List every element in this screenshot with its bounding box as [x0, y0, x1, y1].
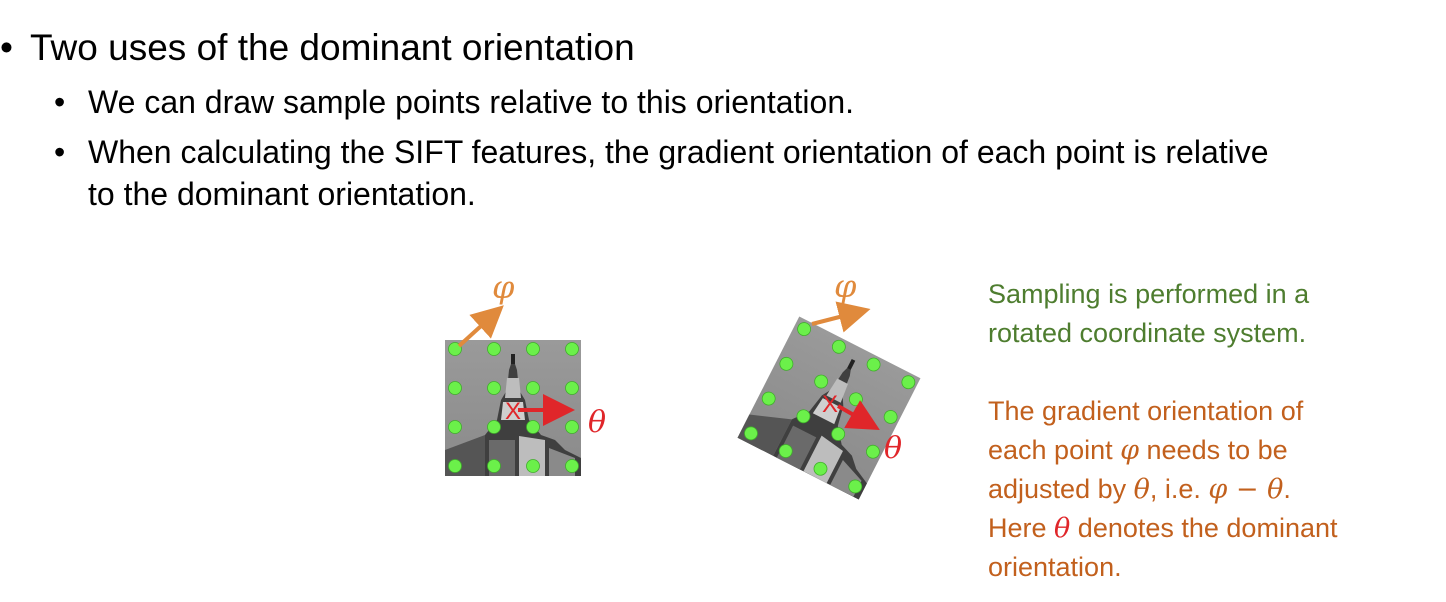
caption-gradient: The gradient orientation of each point φ…: [988, 392, 1338, 587]
bullet-sub-2-text-line1: When calculating the SIFT features, the …: [88, 134, 1269, 170]
sample-point: [883, 410, 898, 424]
sample-point: [796, 409, 811, 424]
bullet-main: • Two uses of the dominant orientation: [0, 26, 635, 70]
sample-point: [487, 381, 501, 395]
phi-label-rotated: φ: [834, 267, 857, 305]
sample-points-upright: [448, 342, 579, 473]
sample-point: [565, 459, 579, 473]
sample-point: [814, 374, 829, 389]
caption-sampling-line2: rotated coordinate system.: [988, 318, 1307, 348]
sample-point: [448, 459, 462, 473]
caption-sampling-line1: Sampling is performed in a: [988, 279, 1310, 309]
caption-gradient-line2: each point φ needs to be: [988, 435, 1288, 466]
caption-gradient-line3: adjusted by θ, i.e. φ − θ.: [988, 474, 1291, 505]
theta-arrow-rotated: [837, 400, 880, 430]
sample-points-rotated: [744, 322, 916, 494]
sample-point: [866, 357, 881, 372]
sample-point: [866, 444, 880, 459]
sample-point: [526, 459, 540, 473]
theta-label-rotated: θ: [884, 431, 902, 466]
sample-point: [526, 342, 540, 356]
caption-gradient-line1: The gradient orientation of: [988, 396, 1304, 426]
phi-arrow-rotated: [811, 301, 871, 333]
keypoint-mark-rotated: X: [822, 391, 838, 418]
sample-point: [487, 459, 501, 473]
sample-point: [565, 342, 579, 356]
bullet-sub-1-text: We can draw sample points relative to th…: [88, 84, 855, 120]
sample-point: [526, 420, 540, 434]
sample-point: [813, 461, 828, 476]
bullet-dot: •: [54, 134, 66, 170]
sample-point: [831, 339, 846, 354]
phi-arrow-upright: [457, 305, 504, 348]
sample-point: [831, 427, 846, 441]
sample-point: [487, 342, 501, 356]
caption-sampling: Sampling is performed in a rotated coord…: [988, 275, 1309, 353]
keypoint-mark-upright: X: [505, 398, 521, 425]
sample-point: [448, 381, 462, 395]
sample-point: [565, 420, 579, 434]
caption-gradient-line4: Here θ denotes the dominant: [988, 513, 1338, 544]
sample-point: [779, 356, 794, 371]
caption-gradient-line5: orientation.: [988, 552, 1122, 582]
sample-point: [797, 322, 812, 336]
bullet-main-text: Two uses of the dominant orientation: [30, 27, 635, 68]
sample-point: [901, 375, 916, 390]
theta-label-upright: θ: [588, 405, 606, 440]
bullet-dot: •: [0, 27, 13, 68]
bullet-sub-2-text-line2: to the dominant orientation.: [88, 176, 476, 212]
sample-point: [565, 381, 579, 395]
bullet-dot: •: [54, 84, 66, 120]
phi-label-upright: φ: [492, 268, 515, 306]
sample-point: [778, 444, 793, 458]
sample-point: [448, 420, 462, 434]
sample-point: [761, 391, 776, 406]
sample-point: [744, 426, 758, 441]
sample-point: [448, 342, 462, 356]
sample-point: [526, 381, 540, 395]
sample-point: [487, 420, 501, 434]
sample-point: [848, 479, 863, 494]
